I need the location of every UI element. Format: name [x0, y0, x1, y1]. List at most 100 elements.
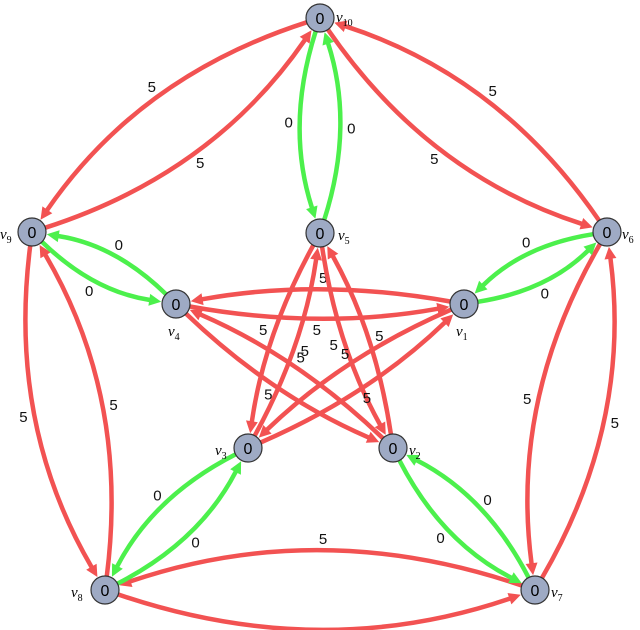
edge-v10-to-v6: [325, 27, 584, 226]
node-label-letter: v: [456, 324, 463, 340]
edge-v6-to-v10: [343, 24, 602, 223]
edge-weight-label: 5: [313, 322, 321, 339]
node-value: 0: [28, 225, 37, 242]
arrowhead-icon: [327, 246, 339, 260]
edge-v8-to-v7: [116, 592, 512, 630]
node-label: v10: [336, 10, 353, 29]
arrowhead-icon: [111, 563, 123, 577]
arrowhead-icon: [365, 431, 380, 443]
node-circle: [161, 289, 191, 319]
arrowhead-icon: [474, 280, 488, 294]
arrowhead-icon: [334, 20, 348, 32]
node-label-letter: v: [551, 585, 558, 601]
node-label-subscript: 2: [416, 451, 421, 462]
node-value: 0: [531, 583, 540, 600]
node-value: 0: [389, 441, 398, 458]
edge-weight-label: 5: [196, 155, 204, 172]
edge-weight-label: 5: [19, 409, 27, 426]
arrowhead-icon: [258, 425, 272, 438]
node-circle: [233, 433, 263, 463]
edge-v7-to-v2: [414, 458, 531, 580]
node-circle: [378, 433, 408, 463]
node-v8: 0v8: [71, 575, 120, 605]
arrowhead-icon: [583, 242, 597, 256]
node-label-subscript: 5: [345, 236, 350, 247]
node-v3: 0 v3: [215, 433, 263, 463]
node-circle: [17, 217, 47, 247]
edge-weight-label: 5: [148, 79, 156, 96]
edge-weight-label: 5: [319, 270, 327, 287]
edge-weight-label: 0: [483, 492, 491, 509]
edge-weight-label: 0: [115, 237, 123, 254]
node-value: 0: [244, 441, 253, 458]
edge-weight-label: 0: [436, 530, 444, 547]
edge-v7-to-v6: [539, 256, 617, 581]
node-label-subscript: 9: [7, 235, 12, 246]
node-label: v5: [338, 228, 350, 247]
node-label: v1: [456, 324, 468, 343]
node-value: 0: [316, 226, 325, 243]
node-label-subscript: 6: [629, 235, 634, 246]
edge-v10-to-v9: [45, 20, 309, 213]
node-label-letter: v: [338, 228, 345, 244]
edge-v4-to-v1: [187, 304, 440, 322]
edge-v9-to-v8: [23, 243, 94, 569]
arrowhead-icon: [189, 309, 204, 321]
node-label-subscript: 7: [558, 593, 563, 604]
arrowhead-icon: [507, 593, 521, 605]
node-value: 0: [603, 225, 612, 242]
edge-weight-label: 5: [259, 322, 267, 339]
edge-weight-label: 5: [330, 337, 338, 354]
edge-weight-label: 5: [523, 391, 531, 408]
node-label-letter: v: [336, 10, 343, 26]
node-circle: [592, 217, 622, 247]
arrowhead-icon: [374, 421, 386, 435]
node-label-letter: v: [71, 585, 78, 601]
edge-weight-label: 0: [347, 121, 355, 138]
edge-weight-label: 5: [375, 328, 383, 345]
edge-v9-to-v4: [39, 239, 152, 303]
edge-v7-to-v8: [128, 547, 524, 588]
arrowhead-icon: [40, 206, 53, 220]
edge-weight-label: 5: [301, 343, 309, 360]
edge-weight-label: 0: [85, 283, 93, 300]
arrowhead-icon: [230, 461, 242, 475]
edge-v3-to-v1: [258, 320, 447, 445]
edge-weight-label: 0: [191, 535, 199, 552]
node-label: v4: [168, 324, 180, 343]
node-label-letter: v: [0, 227, 7, 243]
edge-v10-to-v5: [297, 29, 318, 210]
node-label-subscript: 1: [463, 332, 468, 343]
node-v4: 0 v4: [161, 289, 191, 343]
node-circle: [305, 218, 335, 248]
arrowhead-icon: [440, 314, 454, 327]
node-value: 0: [172, 297, 181, 314]
edge-v3-to-v5: [252, 257, 319, 438]
node-label: v3: [215, 443, 227, 462]
edge-weight-label: 5: [319, 531, 327, 548]
arrowhead-icon: [46, 230, 60, 243]
arrowhead-icon: [436, 302, 450, 315]
edge-v5-to-v3: [249, 243, 316, 424]
edge-weight-label: 5: [297, 349, 305, 366]
arrowhead-icon: [310, 247, 322, 261]
node-label: v9: [0, 227, 12, 246]
arrowhead-icon: [246, 420, 258, 434]
arrowhead-icon: [39, 245, 51, 259]
edge-v2-to-v5: [330, 254, 394, 437]
node-label-subscript: 4: [175, 332, 180, 343]
edge-v4-to-v2: [183, 311, 371, 440]
edge-v6-to-v7: [525, 241, 603, 566]
edge-v1-to-v6: [475, 248, 590, 305]
arrowhead-icon: [299, 30, 312, 44]
edge-weight-label: 5: [489, 83, 497, 100]
edge-weight-label: 5: [341, 346, 349, 363]
node-label-subscript: 10: [343, 18, 353, 29]
node-label-subscript: 3: [222, 451, 227, 462]
arrowhead-icon: [406, 454, 420, 466]
